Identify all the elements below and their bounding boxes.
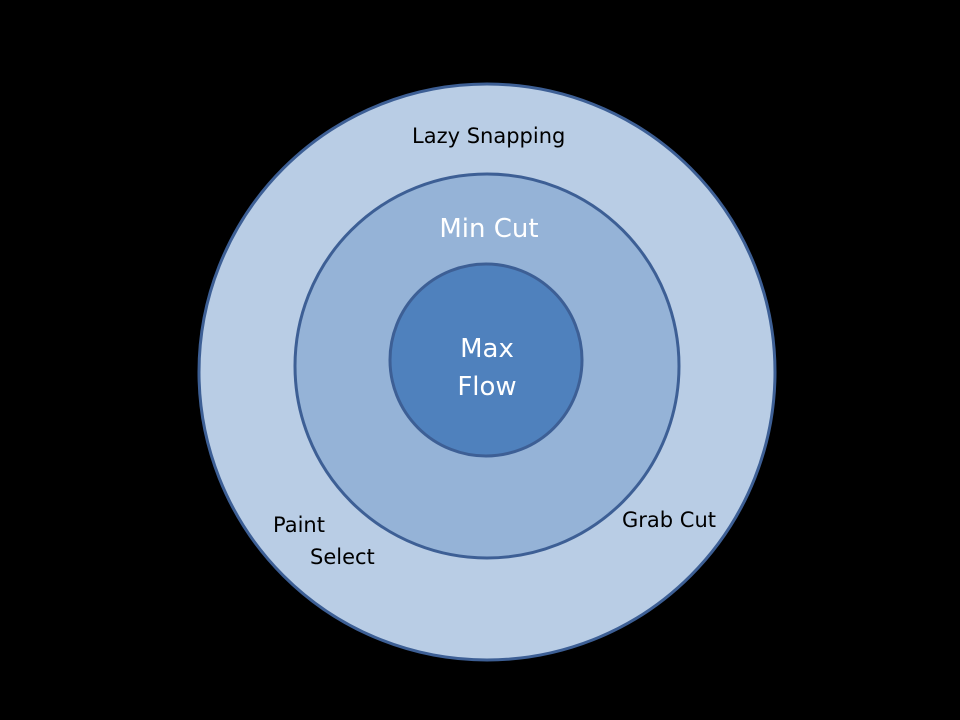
inner-circle-label: Max Flow bbox=[387, 330, 587, 406]
outer-ring-label: Lazy Snapping bbox=[412, 124, 566, 148]
grab-cut-label: Grab Cut bbox=[622, 508, 716, 532]
inner-label-line-1: Max bbox=[460, 334, 514, 364]
middle-ring-label: Min Cut bbox=[439, 214, 539, 244]
inner-label-line-2: Flow bbox=[457, 372, 517, 402]
paint-select-label-line-1: Paint bbox=[273, 513, 325, 537]
inner-circle-max-flow bbox=[388, 262, 584, 458]
paint-select-label-line-2: Select bbox=[310, 545, 375, 569]
